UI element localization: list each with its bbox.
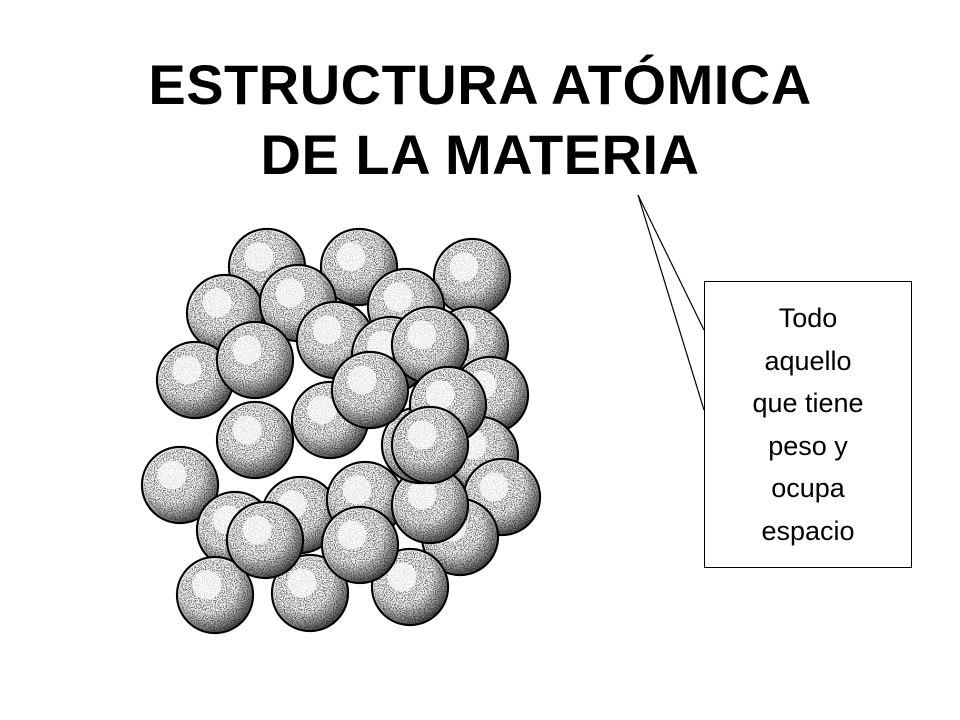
atom-sphere [390, 465, 470, 545]
atom-sphere [215, 400, 295, 480]
definition-callout: Todo aquello que tiene peso y ocupa espa… [704, 281, 912, 568]
slide-title: ESTRUCTURA ATÓMICA DE LA MATERIA [0, 50, 960, 190]
atom-sphere [390, 405, 470, 485]
callout-line-2: aquello [764, 345, 852, 376]
atom-sphere [270, 553, 350, 633]
title-line-1: ESTRUCTURA ATÓMICA [148, 53, 812, 116]
atom-sphere [330, 350, 410, 430]
atom-sphere [215, 320, 295, 400]
title-line-2: DE LA MATERIA [260, 123, 700, 186]
atom-sphere [320, 505, 400, 585]
atom-sphere [432, 237, 512, 317]
callout-line-6: espacio [761, 515, 855, 546]
atom-sphere [155, 340, 235, 420]
callout-line-1: Todo [778, 303, 838, 333]
atom-sphere-pile [140, 227, 542, 635]
callout-line-4: peso y [768, 430, 848, 461]
atom-sphere [140, 445, 220, 525]
atom-sphere [175, 555, 255, 635]
atom-sphere [390, 305, 470, 385]
definition-text: Todo aquello que tiene peso y ocupa espa… [752, 297, 863, 552]
atom-sphere [225, 500, 305, 580]
callout-line-3: que tiene [752, 388, 864, 418]
callout-line-5: ocupa [771, 473, 845, 503]
